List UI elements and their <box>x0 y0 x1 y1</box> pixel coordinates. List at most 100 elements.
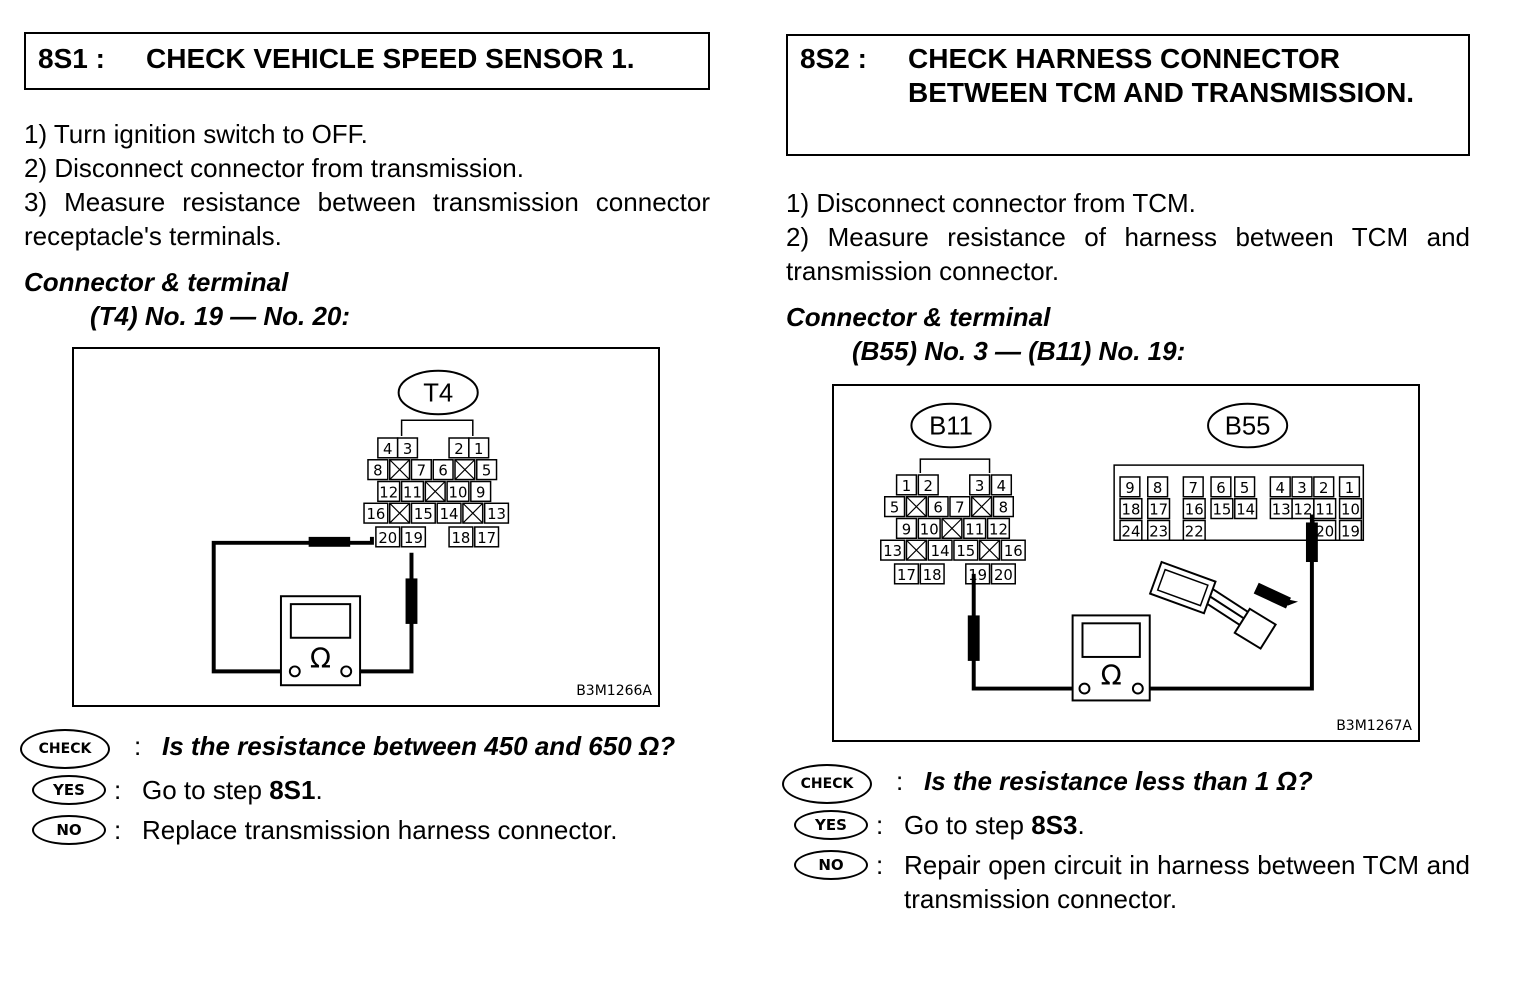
terminal-cell <box>446 480 470 503</box>
ohm-symbol: Ω <box>1101 659 1122 692</box>
check-badge: CHECK <box>20 729 110 769</box>
blank-terminal-x <box>971 496 992 517</box>
step-8s2-section: 8S2 : CHECK HARNESS CONNECTOR BETWEEN TC… <box>782 0 1470 916</box>
procedure-step: 2) Disconnect connector from transmissio… <box>24 153 524 183</box>
terminal-cell <box>476 459 498 481</box>
yes-text: Go to step 8S3. <box>904 808 1470 842</box>
terminal-number: 11 <box>965 521 984 538</box>
terminal-number: 17 <box>1149 502 1168 519</box>
blank-terminal-x <box>454 459 476 480</box>
terminal-number: 3 <box>975 478 984 495</box>
terminal-number: 6 <box>933 500 942 517</box>
terminal-number: 5 <box>482 463 491 480</box>
terminal-cell <box>1291 476 1313 498</box>
terminal-number: 22 <box>1185 523 1204 540</box>
terminal-number: 19 <box>968 567 987 584</box>
step-title-box: 8S2 : CHECK HARNESS CONNECTOR BETWEEN TC… <box>786 34 1470 156</box>
terminal-number: 20 <box>1315 523 1334 540</box>
terminal-cell <box>917 474 939 496</box>
check-question: Is the resistance between 450 and 650 Ω? <box>162 731 676 761</box>
terminal-cell <box>436 502 462 524</box>
terminal-number: 12 <box>1294 502 1313 519</box>
terminal-number: 15 <box>956 543 975 560</box>
yes-suffix: . <box>315 775 323 805</box>
colon: : <box>114 815 122 845</box>
yes-row: YES : Go to step 8S1. <box>24 773 710 807</box>
terminal-cell <box>992 496 1015 518</box>
connector-label-ellipse-b55 <box>1207 402 1289 449</box>
connector-label-b55: B55 <box>1225 412 1271 440</box>
step-title: CHECK HARNESS CONNECTOR BETWEEN TCM AND … <box>908 43 1415 108</box>
terminal-cell <box>949 496 971 518</box>
connector-terminals: (B55) No. 3 — (B11) No. 19: <box>852 336 1186 366</box>
blank-terminal-x <box>941 518 963 539</box>
terminal-cell <box>1338 497 1363 520</box>
terminal-cell <box>474 526 500 548</box>
no-row: NO : Replace transmission harness connec… <box>24 813 710 847</box>
terminal-number: 4 <box>1276 480 1285 497</box>
connector-label-b11: B11 <box>929 412 973 440</box>
terminal-number: 10 <box>449 484 468 501</box>
terminal-cell <box>990 563 1016 585</box>
ohmmeter-display <box>1081 622 1141 658</box>
yes-badge: YES <box>794 810 868 840</box>
terminal-cell <box>410 459 433 481</box>
colon: : <box>896 766 904 796</box>
terminal-cell <box>880 539 906 561</box>
terminal-number: 15 <box>1212 502 1231 519</box>
terminal-cell <box>1147 476 1169 498</box>
terminal-number: 16 <box>366 506 385 523</box>
probe-tip-right <box>405 578 418 624</box>
terminal-number: 12 <box>989 521 1008 538</box>
step-id: 8S2 : <box>800 43 867 74</box>
terminal-number: 13 <box>883 543 902 560</box>
procedure-step: 3) Measure resistance between transmissi… <box>24 187 710 251</box>
probe-tip-left <box>967 615 980 661</box>
terminal-number: 14 <box>440 506 459 523</box>
b55-housing <box>1113 464 1365 541</box>
ohm-symbol: Ω <box>310 641 331 674</box>
terminal-number: 20 <box>378 530 397 547</box>
terminal-number: 18 <box>1122 502 1141 519</box>
terminal-number: 5 <box>1240 480 1249 497</box>
terminal-number: 4 <box>383 441 392 458</box>
step-8s1-section: 8S1 : CHECK VEHICLE SPEED SENSOR 1. 1) T… <box>20 0 710 847</box>
terminal-number: 2 <box>1319 480 1328 497</box>
terminal-number: 16 <box>1185 502 1204 519</box>
check-row: CHECK : Is the resistance less than 1 Ω? <box>782 764 1470 804</box>
terminal-number: 9 <box>902 521 911 538</box>
terminal-cell <box>917 517 941 540</box>
yes-suffix: . <box>1077 810 1085 840</box>
harness-plug-illustration <box>1148 560 1277 650</box>
blank-terminal-x <box>906 539 927 561</box>
terminal-number: 1 <box>1345 480 1354 497</box>
terminal-cell <box>893 563 920 585</box>
probe-wire-left <box>211 536 374 674</box>
terminal-number: 20 <box>994 567 1013 584</box>
terminal-cell <box>400 480 425 503</box>
terminal-number: 6 <box>1216 480 1225 497</box>
terminal-cell <box>1147 519 1171 541</box>
connector-label-ellipse-b11 <box>910 402 992 449</box>
terminal-cell <box>1119 519 1143 541</box>
terminal-cell <box>1119 497 1143 520</box>
terminal-cell <box>410 502 436 524</box>
terminal-number: 4 <box>997 478 1006 495</box>
terminal-number: 10 <box>920 521 939 538</box>
probe-tip-right <box>1305 522 1318 563</box>
terminal-number: 6 <box>438 463 447 480</box>
ohmmeter-display <box>289 603 352 639</box>
terminal-cell <box>470 480 492 503</box>
terminal-number: 11 <box>1315 502 1334 519</box>
terminal-number: 8 <box>1153 480 1162 497</box>
terminal-cell <box>377 480 401 503</box>
terminal-number: 19 <box>404 530 423 547</box>
terminal-number: 11 <box>403 484 422 501</box>
terminal-cell <box>1234 497 1258 520</box>
terminal-cell <box>468 437 490 459</box>
terminal-cell <box>432 459 454 481</box>
